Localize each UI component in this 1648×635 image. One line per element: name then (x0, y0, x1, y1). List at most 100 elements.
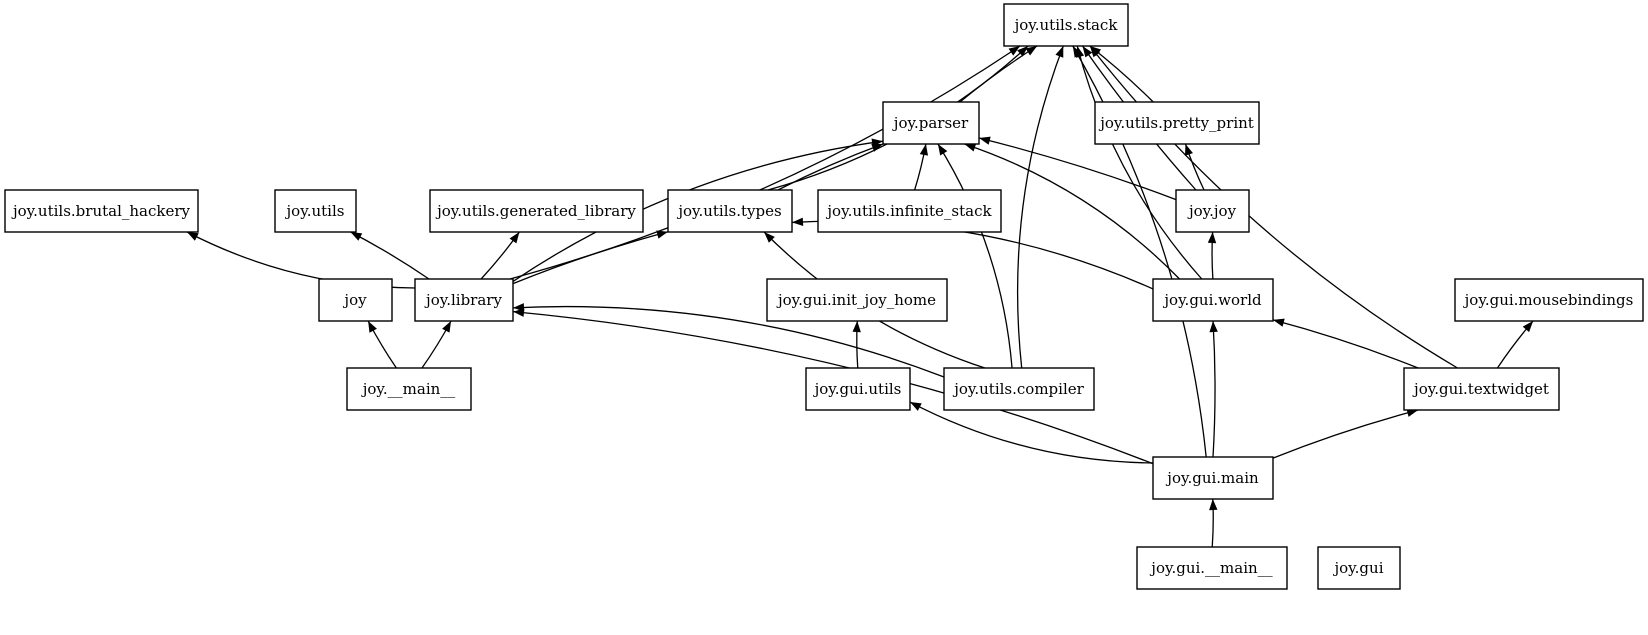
edge-arrowhead (919, 144, 929, 156)
graph-node-gui_main_dunder[interactable]: joy.gui.__main__ (1136, 546, 1288, 590)
graph-edge (1076, 45, 1203, 280)
graph-edge (509, 45, 1021, 280)
node-box[interactable] (414, 278, 514, 322)
edge-arrowhead (1008, 46, 1021, 56)
graph-edge (937, 143, 1013, 369)
node-box[interactable] (943, 367, 1095, 411)
node-box[interactable] (1003, 3, 1129, 47)
graph-edge (978, 137, 1177, 201)
graph-node-gui_init_joy_home[interactable]: joy.gui.init_joy_home (766, 278, 948, 322)
node-label: joy.utils.stack (1013, 16, 1119, 34)
node-box[interactable] (1136, 546, 1288, 590)
edge-arrowhead (187, 232, 199, 241)
edge-arrowhead (1184, 144, 1193, 156)
edge-arrowhead (509, 232, 520, 244)
graph-edge (512, 310, 1154, 465)
graph-edge (1072, 45, 1207, 458)
graph-edge (959, 45, 1038, 103)
node-box[interactable] (882, 101, 980, 145)
node-label: joy.gui.utils (813, 380, 902, 398)
edge-arrowhead (1072, 46, 1082, 58)
graph-node-utils_stack[interactable]: joy.utils.stack (1003, 3, 1129, 47)
edge-arrowhead (1273, 318, 1285, 327)
node-box[interactable] (1403, 367, 1560, 411)
edge-arrowhead (937, 144, 948, 156)
node-box[interactable] (1454, 278, 1644, 322)
node-label: joy.parser (892, 114, 969, 132)
graph-node-utils[interactable]: joy.utils (274, 189, 357, 233)
node-label: joy.utils.brutal_hackery (11, 202, 191, 220)
node-label: joy.utils.infinite_stack (825, 202, 992, 220)
node-box[interactable] (1175, 189, 1250, 233)
graph-node-joy_joy[interactable]: joy.joy (1175, 189, 1250, 233)
node-label: joy.utils (285, 202, 345, 220)
edge-arrowhead (1025, 46, 1038, 56)
graph-node-utils_infinite[interactable]: joy.utils.infinite_stack (817, 189, 1002, 233)
node-box[interactable] (346, 367, 472, 411)
graph-edge (777, 143, 884, 191)
node-label: joy.gui.mousebindings (1463, 291, 1634, 309)
node-box[interactable] (1317, 546, 1401, 590)
graph-node-gui_textwidget[interactable]: joy.gui.textwidget (1403, 367, 1560, 411)
graph-node-gui[interactable]: joy.gui (1317, 546, 1401, 590)
graph-node-gui_mousebindings[interactable]: joy.gui.mousebindings (1454, 278, 1644, 322)
node-box[interactable] (805, 367, 911, 411)
node-box[interactable] (1152, 456, 1274, 500)
node-box[interactable] (667, 189, 793, 233)
graph-node-utils_brutal[interactable]: joy.utils.brutal_hackery (4, 189, 199, 233)
graph-node-gui_main[interactable]: joy.gui.main (1152, 456, 1274, 500)
node-label: joy.gui.textwidget (1412, 380, 1549, 398)
graph-node-utils_compiler[interactable]: joy.utils.compiler (943, 367, 1095, 411)
graph-edge (1089, 45, 1458, 369)
graph-node-parser[interactable]: joy.parser (882, 101, 980, 145)
node-box[interactable] (429, 189, 644, 233)
node-label: joy.gui.init_joy_home (776, 291, 936, 309)
graph-edge (512, 305, 945, 378)
edge-arrowhead (871, 143, 884, 152)
node-label: joy.utils.compiler (952, 380, 1084, 398)
edge-arrowhead (1207, 232, 1217, 244)
node-label: joy.gui.main (1165, 469, 1259, 487)
graph-edge (1016, 45, 1064, 369)
node-label: joy.gui.__main__ (1149, 559, 1273, 577)
node-box[interactable] (4, 189, 199, 233)
edge-arrowhead (442, 321, 452, 333)
edge-arrowhead (1522, 321, 1534, 333)
node-box[interactable] (817, 189, 1002, 233)
graph-node-joy[interactable]: joy (318, 278, 393, 322)
graph-node-main[interactable]: joy.__main__ (346, 367, 472, 411)
graph-edge (1272, 409, 1419, 459)
edge-arrowhead (350, 232, 363, 241)
node-box[interactable] (1094, 101, 1260, 145)
node-layer: joy.utils.stack joy.parser joy.utils.prett… (4, 3, 1644, 590)
edge-arrowhead (1089, 46, 1101, 58)
graph-node-library[interactable]: joy.library (414, 278, 514, 322)
node-box[interactable] (1152, 278, 1274, 322)
edge-arrowhead (1055, 46, 1064, 58)
graph-node-gui_utils[interactable]: joy.gui.utils (805, 367, 911, 411)
edge-arrowhead (368, 321, 377, 333)
edge-arrowhead (1017, 46, 1029, 57)
edge-arrowhead (656, 230, 668, 239)
graph-edge (350, 231, 430, 280)
node-box[interactable] (274, 189, 357, 233)
node-label: joy.utils.pretty_print (1098, 114, 1254, 132)
node-label: joy.utils.types (676, 202, 781, 220)
node-label: joy.gui.world (1162, 291, 1262, 309)
node-label: joy.library (424, 291, 502, 309)
node-box[interactable] (318, 278, 393, 322)
edge-arrowhead (1406, 408, 1419, 417)
graph-node-utils_pretty_print[interactable]: joy.utils.pretty_print (1094, 101, 1260, 145)
node-box[interactable] (766, 278, 948, 322)
node-label: joy.joy (1187, 202, 1237, 220)
edge-arrowhead (964, 143, 977, 152)
graph-edge (512, 231, 669, 285)
edge-arrowhead (1082, 46, 1093, 58)
edge-arrowhead (792, 217, 804, 227)
graph-node-utils_generated[interactable]: joy.utils.generated_library (429, 189, 644, 233)
graph-node-gui_world[interactable]: joy.gui.world (1152, 278, 1274, 322)
edge-arrowhead (764, 232, 775, 243)
graph-node-utils_types[interactable]: joy.utils.types (667, 189, 793, 233)
